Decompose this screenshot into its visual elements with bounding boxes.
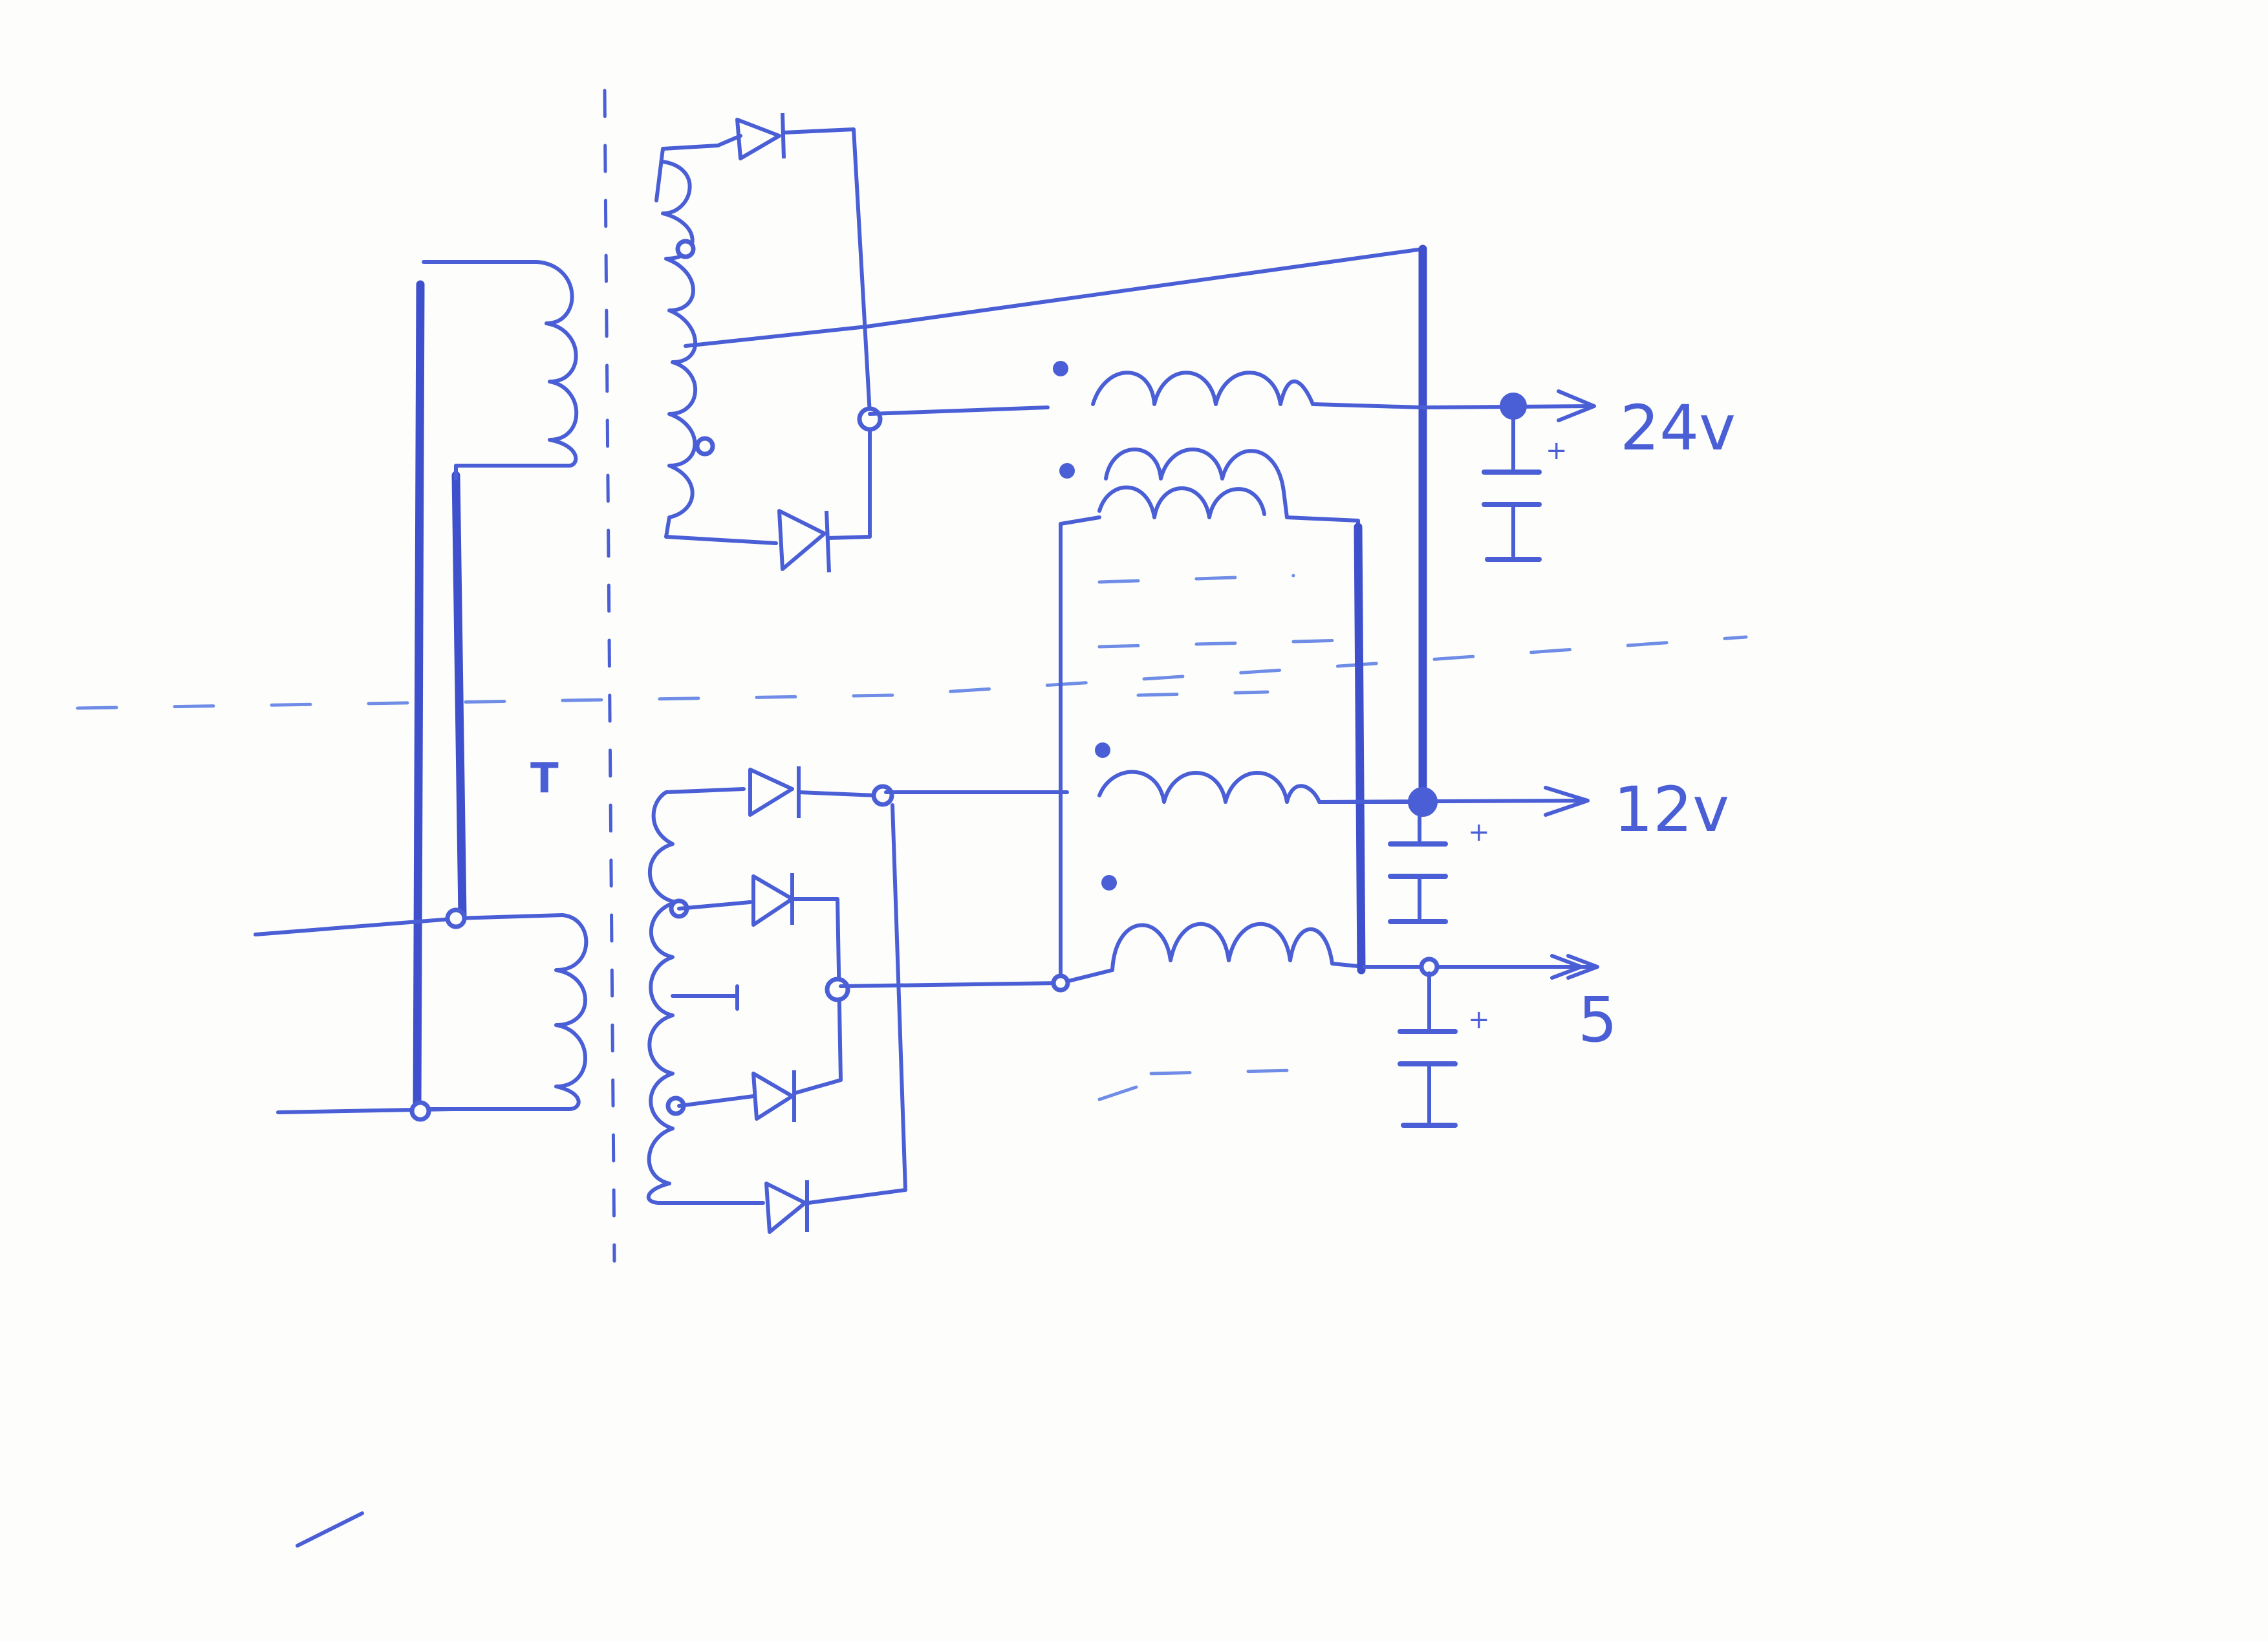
transformer-winding-bottom: T xyxy=(254,755,589,1122)
sec1-top-lead xyxy=(654,134,742,202)
out5-arrow xyxy=(1550,954,1599,980)
junction-node xyxy=(409,1100,431,1122)
rect24-to-inductor xyxy=(868,405,1050,416)
label-24v: 24v xyxy=(1620,392,1736,464)
primary-coil xyxy=(554,913,589,1111)
transformer-winding-top xyxy=(422,260,579,481)
barrier-vertical xyxy=(603,89,616,1263)
core-line-left xyxy=(413,280,425,1110)
secondary-winding-24v xyxy=(654,113,1427,806)
polarity-dot xyxy=(1053,361,1068,376)
diode-d3 xyxy=(748,766,801,818)
inductor-winding-12v xyxy=(1097,770,1421,804)
inductor-core-dash xyxy=(1097,574,1347,1101)
cap24-plus: + xyxy=(1546,436,1568,466)
label-5v: 5 xyxy=(1578,984,1617,1056)
polarity-dot xyxy=(1101,875,1117,891)
rectifier-node-5v xyxy=(825,977,850,1002)
output-5v: + 5 xyxy=(1363,954,1617,1128)
output-node-12v xyxy=(1408,787,1438,817)
inductor-winding-aux xyxy=(1104,448,1363,969)
stray-pen-mark xyxy=(296,1511,364,1548)
barrier-horizontal xyxy=(76,635,1748,710)
cap5-plus: + xyxy=(1468,1005,1490,1035)
diode-d2 xyxy=(777,509,831,573)
winding-top-coil xyxy=(535,260,579,468)
inductor-winding-5v xyxy=(1110,922,1366,972)
transformer-core xyxy=(413,280,467,1110)
out12-line xyxy=(1317,799,1586,804)
core-line-right xyxy=(451,471,467,920)
rectifier-node-12v xyxy=(871,784,894,807)
label-12v: 12v xyxy=(1614,773,1729,846)
diode-d6 xyxy=(764,1180,809,1234)
rect5-to-inductor xyxy=(839,968,1114,988)
sec2-coil xyxy=(646,787,765,1205)
inductor-winding-aux-2 xyxy=(1097,485,1266,519)
coupled-inductor xyxy=(1053,361,1425,982)
junction-node xyxy=(1051,973,1070,993)
tap-node xyxy=(695,436,715,457)
output-12v: + 12v xyxy=(1317,773,1729,924)
secondary-winding-12v-5v xyxy=(646,766,1114,1234)
out24-arrow xyxy=(1557,389,1596,422)
common-return-top xyxy=(684,247,1425,348)
junction-node xyxy=(445,907,467,929)
out12-arrow xyxy=(1544,786,1590,817)
sec1-diode-top-out xyxy=(782,127,872,416)
output-24v: + 24v xyxy=(1421,389,1736,562)
centre-tap-node xyxy=(675,239,696,259)
input-line-top xyxy=(254,916,461,936)
transformer-label: T xyxy=(530,755,559,803)
cap12-plus: + xyxy=(1468,817,1490,847)
sec1-coil xyxy=(661,160,778,545)
polarity-dot xyxy=(1095,742,1110,758)
diode-d5 xyxy=(751,1070,796,1122)
diode-d1 xyxy=(735,113,786,160)
sec1-diode-bottom-out xyxy=(826,418,872,540)
inductor-return-bar xyxy=(1354,523,1366,975)
inductor-winding-24v xyxy=(1091,371,1425,409)
sec2-centre-tap xyxy=(671,984,739,1011)
primary-lead-top xyxy=(454,913,565,920)
polarity-dot xyxy=(1059,463,1075,479)
winding-top-lead-out xyxy=(454,464,571,481)
isolation-barrier xyxy=(76,89,1748,1263)
diode-d4 xyxy=(751,873,794,927)
aux-left-lead xyxy=(1059,515,1101,982)
